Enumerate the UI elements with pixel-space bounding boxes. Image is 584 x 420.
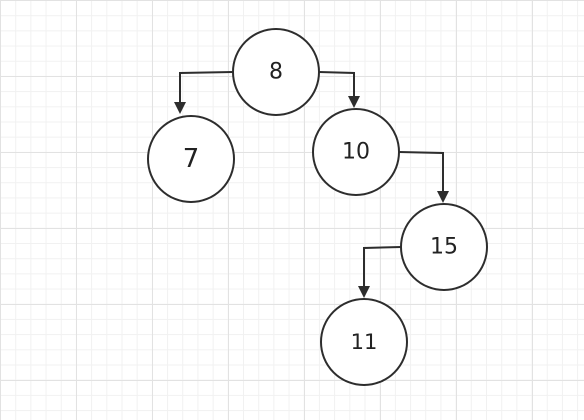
- node-label: 7: [183, 144, 200, 174]
- tree-node[interactable]: 10: [312, 108, 400, 196]
- edge-8-to-10: [318, 71, 360, 108]
- tree-node[interactable]: 7: [147, 115, 235, 203]
- node-circle: [232, 28, 320, 116]
- edge-15-to-11: [358, 246, 402, 298]
- node-label: 11: [351, 330, 378, 354]
- tree-node[interactable]: 8: [232, 28, 320, 116]
- node-circle: [400, 203, 488, 291]
- node-label: 10: [342, 140, 370, 165]
- node-label: 15: [430, 235, 458, 260]
- tree-node[interactable]: 11: [320, 298, 408, 386]
- tree-node[interactable]: 15: [400, 203, 488, 291]
- node-circle: [320, 298, 408, 386]
- node-circle: [312, 108, 400, 196]
- edge-8-to-7: [174, 71, 234, 114]
- node-label: 8: [269, 60, 283, 85]
- edge-10-to-15: [398, 151, 449, 203]
- node-circle: [147, 115, 235, 203]
